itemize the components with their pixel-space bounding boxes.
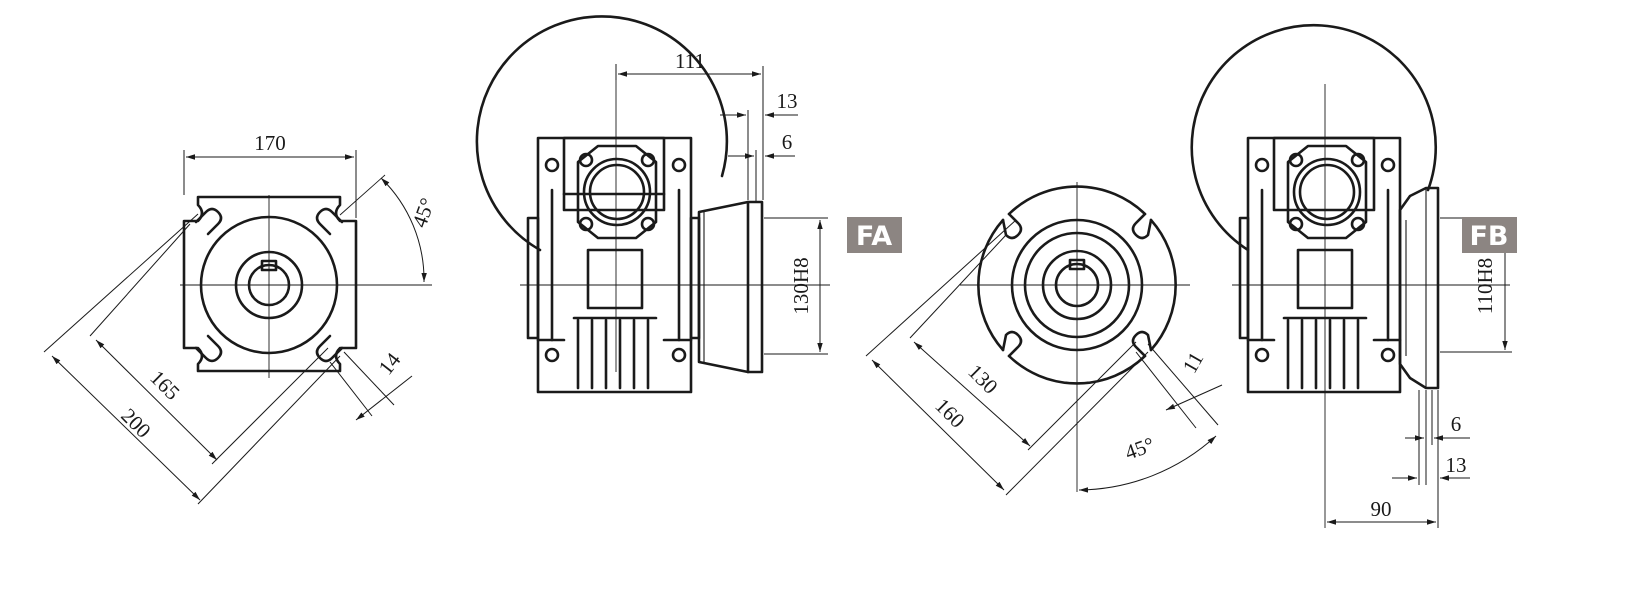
dim-6-left: 6 bbox=[782, 130, 793, 154]
fa-badge-label: FA bbox=[856, 221, 892, 252]
dim-170: 170 bbox=[254, 131, 286, 155]
angle-45-right: 45° bbox=[1122, 432, 1158, 465]
gearbox-fb-view: 110H8 6 13 90 bbox=[1190, 23, 1512, 528]
dim-13-right: 13 bbox=[1446, 453, 1467, 477]
dim-14: 14 bbox=[374, 348, 406, 380]
round-flange-outline bbox=[977, 185, 1177, 385]
dim-6-right: 6 bbox=[1451, 412, 1462, 436]
dim-13-left: 13 bbox=[777, 89, 798, 113]
gearbox-fa-view: 111 13 6 130H8 bbox=[475, 15, 830, 394]
fb-badge: FB bbox=[1462, 217, 1517, 253]
fa-badge: FA bbox=[847, 217, 902, 253]
dim-111: 111 bbox=[675, 49, 705, 73]
dim-130: 130 bbox=[963, 359, 1002, 398]
dim-130H8: 130H8 bbox=[789, 257, 813, 314]
dim-90: 90 bbox=[1371, 497, 1392, 521]
fb-badge-label: FB bbox=[1469, 221, 1508, 252]
square-flange-view: 170 45° 165 200 14 bbox=[43, 131, 440, 505]
round-flange-view: 130 160 11 45° bbox=[865, 182, 1223, 496]
dim-200: 200 bbox=[116, 403, 155, 442]
square-flange-outline bbox=[182, 195, 358, 373]
angle-45-left: 45° bbox=[407, 195, 440, 231]
dim-160: 160 bbox=[930, 393, 969, 432]
dim-110H8: 110H8 bbox=[1473, 258, 1497, 314]
dim-11: 11 bbox=[1177, 348, 1208, 378]
dim-165: 165 bbox=[145, 365, 184, 404]
